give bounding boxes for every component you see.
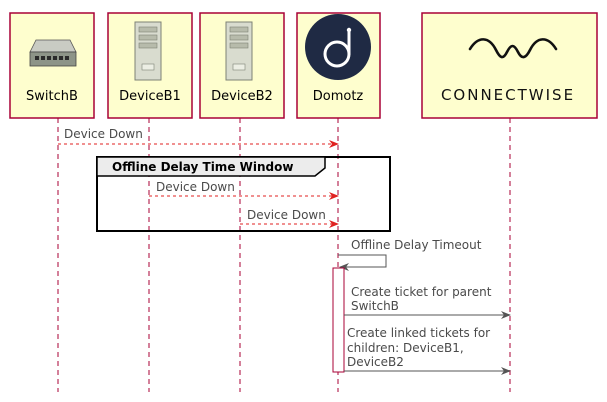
connectwise-logo-icon: CONNECTWISE [441, 38, 575, 104]
participant-deviceb1: DeviceB1 [107, 12, 193, 119]
message-label-line-1: Create ticket for parent [351, 285, 492, 299]
message-label: Device Down [247, 208, 326, 222]
message-label: Offline Delay Timeout [351, 238, 482, 252]
participant-switchb: SwitchB [9, 12, 95, 119]
participant-connectwise: CONNECTWISE [421, 12, 598, 119]
message-device-down-deviceb2: Device Down [240, 208, 339, 228]
offline-delay-frame: Offline Delay Time Window [96, 156, 391, 232]
message-label-line-2: SwitchB [351, 299, 399, 313]
domotz-logo-icon [305, 14, 371, 80]
connectwise-wordmark: CONNECTWISE [441, 86, 575, 104]
frame-title: Offline Delay Time Window [112, 160, 293, 174]
server-tower-icon [134, 21, 162, 81]
message-device-down-deviceb1: Device Down [149, 180, 339, 200]
message-label-line-1: Create linked tickets for [347, 326, 490, 340]
participant-domotz: Domotz [296, 12, 381, 119]
server-tower-icon [225, 21, 253, 81]
network-switch-icon [29, 39, 77, 67]
domotz-activation-bar [332, 267, 345, 373]
participant-label-deviceb1: DeviceB1 [119, 89, 181, 104]
participant-label-switchb: SwitchB [26, 89, 78, 104]
message-label-line-3: DeviceB2 [347, 355, 404, 369]
participant-label-deviceb2: DeviceB2 [211, 89, 273, 104]
message-label: Device Down [156, 180, 235, 194]
message-create-ticket-parent: Create ticket for parent SwitchB [344, 285, 511, 319]
message-offline-delay-timeout: Offline Delay Timeout [338, 238, 482, 271]
message-label-line-2: children: DeviceB1, [347, 341, 464, 355]
participant-deviceb2: DeviceB2 [199, 12, 285, 119]
message-create-linked-tickets: Create linked tickets for children: Devi… [344, 326, 511, 375]
message-device-down-switchb: Device Down [58, 127, 339, 148]
participant-label-domotz: Domotz [313, 89, 364, 104]
message-label: Device Down [64, 127, 143, 141]
